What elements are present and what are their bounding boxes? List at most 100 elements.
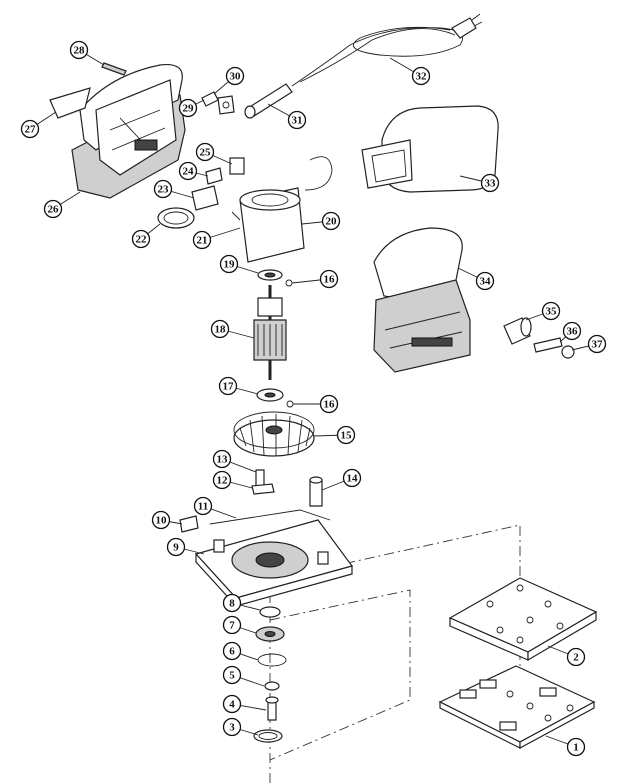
rod	[533, 337, 563, 353]
callout-bubble	[212, 470, 232, 490]
callout-number: 25	[200, 147, 212, 159]
callout-number: 37	[592, 339, 604, 351]
armature	[253, 285, 287, 380]
base-plate	[194, 519, 354, 608]
callout-14: 14	[321, 468, 362, 491]
callout-number: 14	[347, 473, 359, 485]
callout-8: 8	[222, 593, 261, 613]
callout-7: 7	[222, 615, 257, 635]
nozzle-adapter	[503, 317, 532, 345]
callout-number: 5	[229, 670, 235, 682]
callout-bubble	[222, 694, 242, 714]
callout-bubble	[587, 334, 607, 354]
callout-number: 9	[173, 542, 179, 554]
spring-wire	[209, 509, 331, 525]
callout-bubble	[193, 496, 213, 516]
callout-number: 20	[326, 216, 338, 228]
terminal	[205, 167, 223, 185]
callout-36: 36	[559, 321, 582, 343]
callout-16: 16	[293, 394, 339, 414]
pin-14	[309, 476, 323, 507]
callout-29: 29	[178, 98, 205, 118]
callout-6: 6	[222, 641, 259, 661]
callout-bubble	[178, 98, 198, 118]
callout-number: 11	[198, 501, 208, 513]
callout-bubble	[153, 179, 173, 199]
callout-16: 16	[291, 269, 339, 289]
callout-26: 26	[43, 191, 81, 219]
callout-20: 20	[301, 211, 341, 231]
callout-bubble	[222, 593, 242, 613]
callout-22: 22	[131, 223, 161, 249]
callout-bubble	[321, 211, 341, 231]
callout-35: 35	[525, 301, 561, 321]
callout-number: 8	[229, 598, 235, 610]
callout-bubble	[342, 468, 362, 488]
callout-bubble	[195, 142, 215, 162]
stator	[231, 156, 333, 263]
callout-number: 26	[48, 204, 60, 216]
cord-guard	[244, 83, 293, 119]
callout-bubble	[541, 301, 561, 321]
callout-number: 4	[229, 699, 235, 711]
callout-25: 25	[195, 142, 233, 165]
callout-bubble	[166, 537, 186, 557]
plug-10	[179, 515, 199, 533]
callout-31: 31	[267, 103, 307, 130]
callout-number: 36	[567, 326, 579, 338]
callout-number: 24	[183, 166, 195, 178]
brush-cover	[157, 207, 195, 229]
callout-number: 18	[215, 324, 227, 336]
callout-28: 28	[69, 40, 105, 66]
callout-bubble	[480, 173, 500, 193]
callout-bubble	[475, 271, 495, 291]
switch-bracket	[201, 91, 235, 115]
callout-18: 18	[210, 319, 255, 339]
callout-bubble	[20, 119, 40, 139]
callout-23: 23	[153, 179, 195, 199]
callout-33: 33	[459, 173, 500, 193]
callout-number: 1	[573, 742, 579, 754]
callout-12: 12	[212, 470, 253, 490]
callout-bubble	[131, 229, 151, 249]
capacitor	[229, 157, 245, 175]
housing-assembly	[373, 227, 471, 373]
callout-number: 10	[156, 515, 168, 527]
ring-3	[253, 729, 283, 743]
callout-number: 29	[183, 103, 195, 115]
sanding-pad	[448, 577, 598, 662]
callout-number: 7	[229, 620, 235, 632]
callout-3: 3	[222, 717, 259, 737]
callout-2: 2	[547, 645, 586, 667]
callout-bubble	[219, 254, 239, 274]
callout-bubble	[225, 66, 245, 86]
callout-bubble	[43, 199, 63, 219]
callout-bubble	[562, 321, 582, 341]
callout-number: 34	[480, 276, 492, 288]
bearing-7	[255, 626, 285, 642]
callout-bubble	[319, 269, 339, 289]
assembly-guide-line	[269, 524, 521, 783]
fan	[233, 411, 315, 457]
callout-bubble	[69, 40, 89, 60]
callout-bubble	[566, 647, 586, 667]
retaining-ring-6	[257, 653, 287, 667]
screw-13	[255, 469, 265, 487]
screw-4	[265, 696, 279, 721]
assembly-guide-line	[269, 589, 411, 761]
callout-bubble	[210, 319, 230, 339]
callout-number: 12	[217, 475, 229, 487]
dust-canister	[361, 105, 499, 193]
callout-9: 9	[166, 537, 205, 557]
spring-clip-16b	[286, 400, 294, 408]
callout-32: 32	[389, 57, 431, 86]
bearing-19	[257, 269, 283, 281]
callout-number: 17	[223, 381, 235, 393]
callout-37: 37	[571, 334, 607, 354]
callout-bubble	[151, 510, 171, 530]
callout-number: 6	[229, 646, 235, 658]
callout-number: 31	[292, 115, 303, 127]
washer-5	[264, 681, 280, 691]
